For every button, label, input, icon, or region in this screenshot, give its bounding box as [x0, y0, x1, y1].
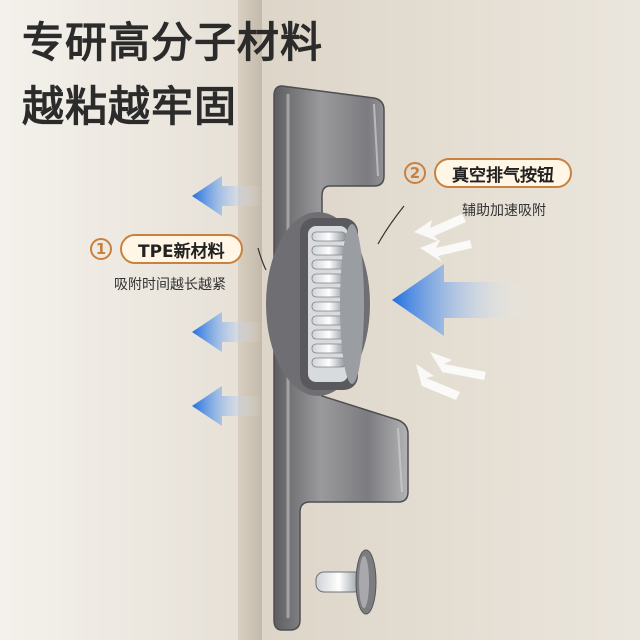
air-arrow-icon [392, 264, 530, 336]
vent-arrow-icon [414, 214, 486, 400]
callout-caption: 辅助加速吸附 [462, 203, 546, 219]
callout-number: 1 [90, 238, 112, 260]
callout-caption: 吸附时间越长越紧 [114, 277, 226, 293]
headline-line-2: 越粘越牢固 [22, 82, 238, 131]
hook-peg [315, 549, 377, 615]
wall-corner [238, 0, 262, 640]
air-arrow-icon [192, 176, 262, 426]
wall-left [0, 0, 250, 640]
callout-number: 2 [404, 162, 426, 184]
vacuum-knob [266, 212, 370, 396]
callout-label: 真空排气按钮 [434, 158, 572, 188]
headline-line-1: 专研高分子材料 [22, 18, 324, 67]
callout-vent-button: 2 真空排气按钮 [404, 158, 572, 188]
callout-label: TPE新材料 [120, 234, 243, 264]
callout-tpe: 1 TPE新材料 [90, 234, 243, 264]
